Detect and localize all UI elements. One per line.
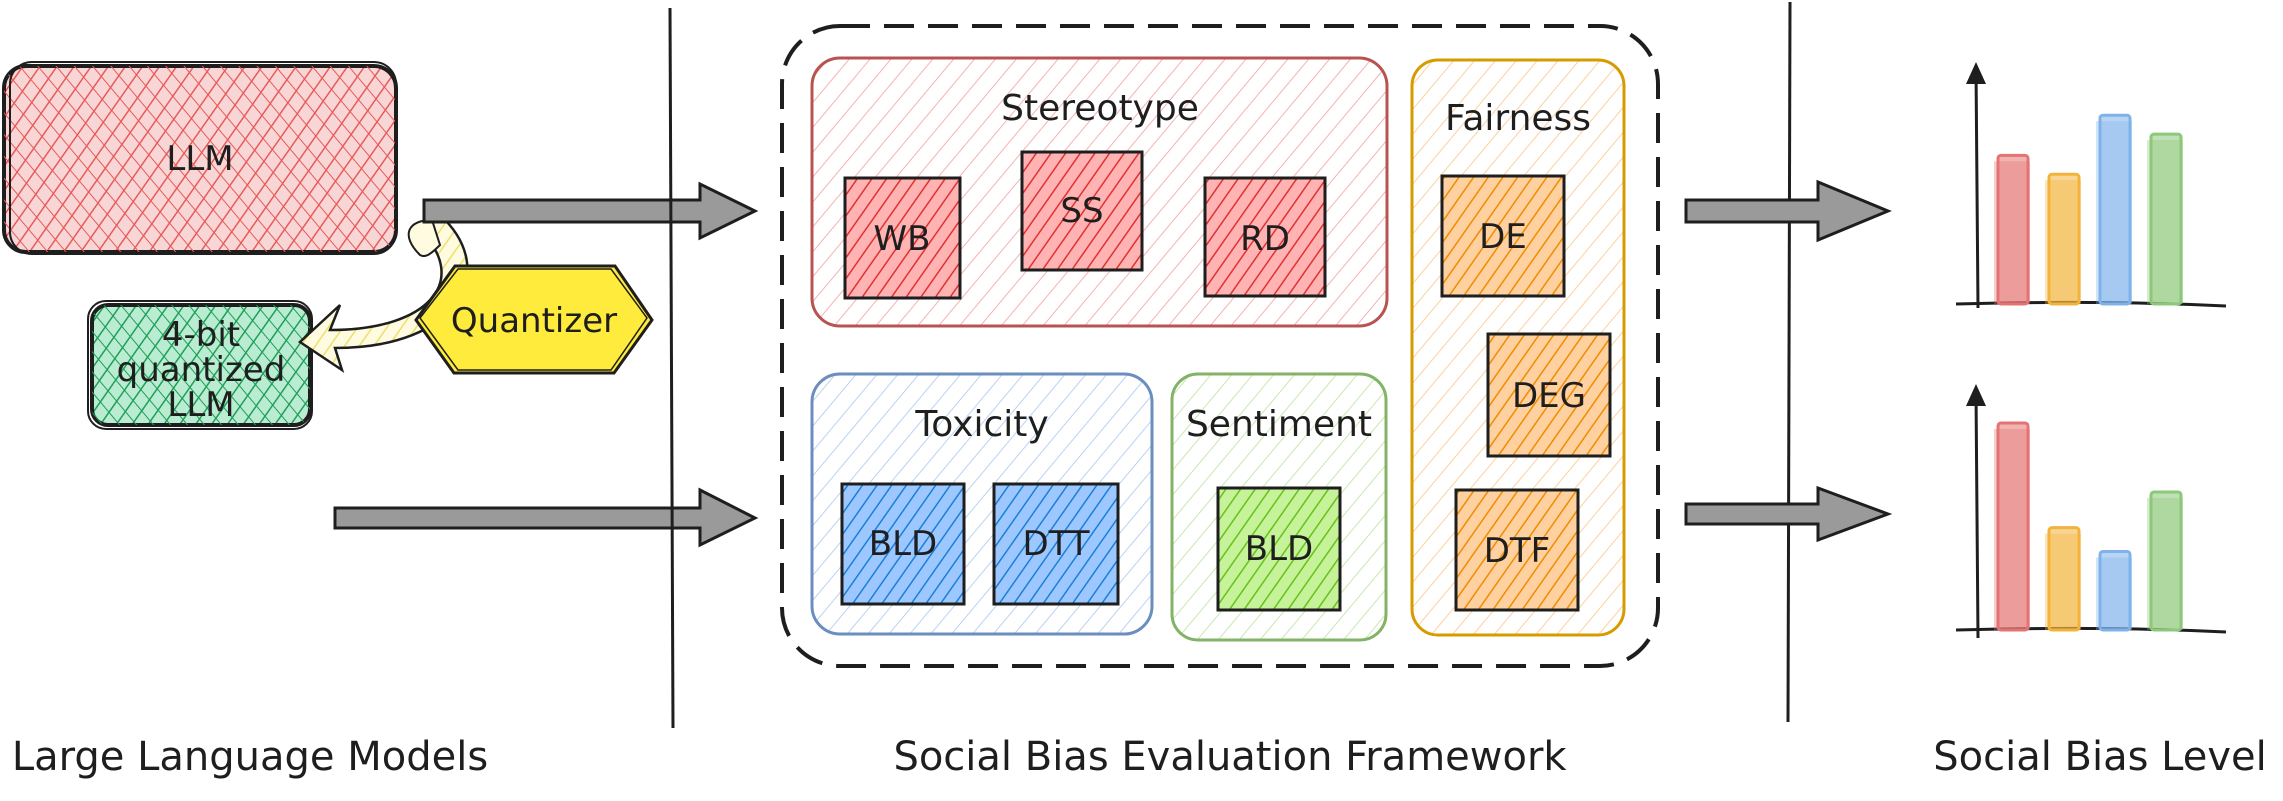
section-title-framework: Social Bias Evaluation Framework [893,734,1567,780]
quantizer-label: Quantizer [451,301,617,341]
bar-bottom-1 [1996,421,2030,632]
quantized-llm-label-line1: 4-bit [162,315,240,355]
quantized-llm-label-line2: quantized [117,350,286,390]
toxicity-item-dtt: DTT [992,482,1120,606]
svg-text:DEG: DEG [1512,376,1586,416]
arrow-framework-to-level-bottom [1684,485,1893,543]
chart-top-x-axis [1955,300,2227,308]
arrow-framework-to-level-top [1684,179,1892,243]
fairness-title: Fairness [1445,98,1591,139]
bias-level-chart-bottom [1955,384,2227,639]
stereotype-item-wb: WB [843,176,962,300]
arrow-llm-to-framework [422,181,759,241]
quantized-llm-box: 4-bit quantized LLM [87,300,313,430]
stereotype-item-ss: SS [1020,150,1144,272]
toxicity-title: Toxicity [914,404,1048,445]
llm-box: LLM [2,61,398,255]
section-title-bias-level: Social Bias Level [1933,734,2267,780]
bias-level-chart-top [1955,62,2227,309]
svg-text:BLD: BLD [869,524,937,564]
svg-text:RD: RD [1240,219,1290,259]
llm-label: LLM [166,139,233,179]
chart-top-y-axis-arrowhead [1966,62,1986,84]
svg-text:DTF: DTF [1484,531,1551,571]
toxicity-item-bld: BLD [840,482,966,606]
bar-bottom-2 [2047,526,2081,632]
svg-text:DE: DE [1479,217,1527,257]
svg-text:WB: WB [874,219,931,259]
svg-text:DTT: DTT [1022,524,1089,564]
svg-text:SS: SS [1060,191,1103,231]
chart-bottom-y-axis-arrowhead [1966,384,1986,406]
bar-top-2 [2047,172,2081,306]
sentiment-item-bld: BLD [1216,486,1342,612]
quantizer-hexagon: Quantizer [414,264,654,375]
framework-dashed-border [780,24,1660,668]
bar-bottom-3 [2098,549,2132,632]
quantized-llm-label-line3: LLM [167,385,234,425]
bar-top-4 [2149,132,2183,306]
section-title-models: Large Language Models [12,734,488,780]
svg-text:BLD: BLD [1245,529,1313,569]
bar-top-3 [2098,113,2132,306]
fairness-item-dtf: DTF [1454,488,1580,612]
group-fairness: Fairness DE DEG DTF [1410,58,1626,637]
chart-bottom-y-axis [1974,391,1980,639]
fairness-item-de: DE [1440,174,1566,298]
bar-top-1 [1996,153,2030,306]
chart-top-y-axis [1974,67,1980,309]
bar-bottom-4 [2149,490,2183,632]
group-toxicity: Toxicity BLD DTT [810,372,1154,636]
group-stereotype: Stereotype WB SS RD [810,56,1389,328]
stereotype-item-rd: RD [1203,176,1327,298]
stereotype-title: Stereotype [1001,88,1199,129]
chart-bottom-x-axis [1955,626,2227,634]
divider-right [1786,1,1792,723]
divider-left [668,7,675,729]
sentiment-title: Sentiment [1186,404,1372,445]
arrow-quantized-to-framework [333,487,759,548]
group-sentiment: Sentiment BLD [1170,372,1388,642]
fairness-item-deg: DEG [1486,332,1612,458]
